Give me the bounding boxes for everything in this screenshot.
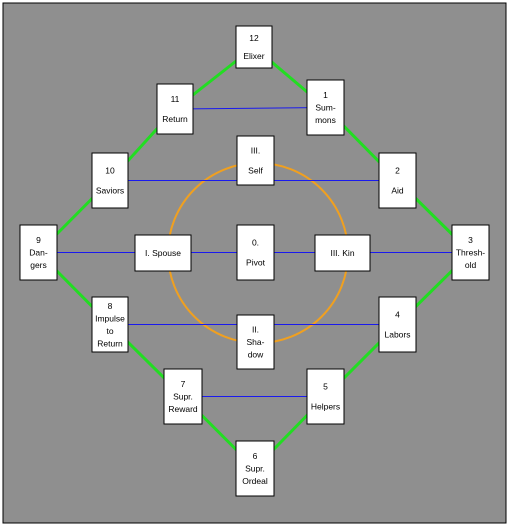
node-label-line: Labors [385, 330, 411, 340]
node-label-line: Ordeal [242, 476, 268, 486]
node-box [19, 224, 58, 281]
node-label-line: Supr. [173, 392, 193, 402]
node-label-line: 10 [105, 166, 115, 176]
node-box [163, 368, 203, 425]
node-box [451, 224, 490, 281]
node-box [378, 296, 417, 353]
node-label-line: Sum- [315, 103, 335, 113]
node-box [156, 83, 194, 135]
node-label-line: Return [97, 338, 123, 348]
node-nIII: III. Self [236, 135, 275, 186]
node-label-line: Supr. [245, 464, 265, 474]
node-label-line: 6 [253, 451, 258, 461]
node-label-line: Self [248, 166, 263, 176]
node-box [378, 152, 417, 209]
node-label-line: 11 [171, 94, 180, 104]
node-label-line: gers [30, 260, 47, 270]
node-label-line: Pivot [246, 258, 266, 268]
node-label-line: Aid [391, 186, 404, 196]
node-n0: 0. Pivot [236, 224, 275, 281]
node-label-line: 9 [36, 235, 41, 245]
node-box [306, 79, 345, 136]
node-box [91, 152, 129, 209]
node-label-line: mons [315, 115, 336, 125]
node-label-line: III. Kin [330, 248, 354, 258]
node-label-line: Impulse [95, 313, 125, 323]
node-box [306, 368, 345, 425]
node-label-line: Saviors [96, 186, 124, 196]
node-box [314, 234, 371, 272]
node-nI: I. Spouse [134, 234, 192, 272]
node-label-line: 12 [249, 33, 259, 43]
node-label-line: Thresh- [456, 248, 485, 258]
node-box [236, 314, 275, 370]
node-label-line: 8 [108, 301, 113, 311]
node-box [91, 296, 129, 353]
node-box [134, 234, 192, 272]
node-label-line: dow [248, 350, 264, 360]
node-box [235, 440, 275, 497]
node-label-line: I. Spouse [145, 248, 181, 258]
node-label-line: Dan- [29, 248, 48, 258]
node-label-line: Return [162, 114, 188, 124]
node-label-line: old [465, 260, 477, 270]
node-label-line: Sha- [247, 337, 265, 347]
node-label-line: to [106, 326, 113, 336]
node-box [236, 135, 275, 186]
nodes-layer: 12Elixer1Sum-mons11ReturnIII.Self10Savio… [19, 25, 490, 497]
node-box [235, 25, 273, 69]
node-label-line: 3 [468, 235, 473, 245]
node-label-line: Helpers [311, 402, 340, 412]
node-label-line: 0. [252, 238, 259, 248]
node-box [236, 224, 275, 281]
node-label-line: Elixer [243, 51, 264, 61]
node-label-line: 1 [323, 90, 328, 100]
node-label-line: III. [251, 146, 260, 156]
node-label-line: II. [252, 325, 259, 335]
node-nII: II. Sha-dow [236, 314, 275, 370]
node-label-line: 4 [395, 310, 400, 320]
chord-n11-n1 [174, 107, 326, 110]
node-label-line: 2 [395, 166, 400, 176]
node-nKin: III. Kin [314, 234, 371, 272]
node-label-line: Reward [168, 404, 198, 414]
node-label-line: 5 [323, 382, 328, 392]
node-label-line: 7 [181, 379, 186, 389]
